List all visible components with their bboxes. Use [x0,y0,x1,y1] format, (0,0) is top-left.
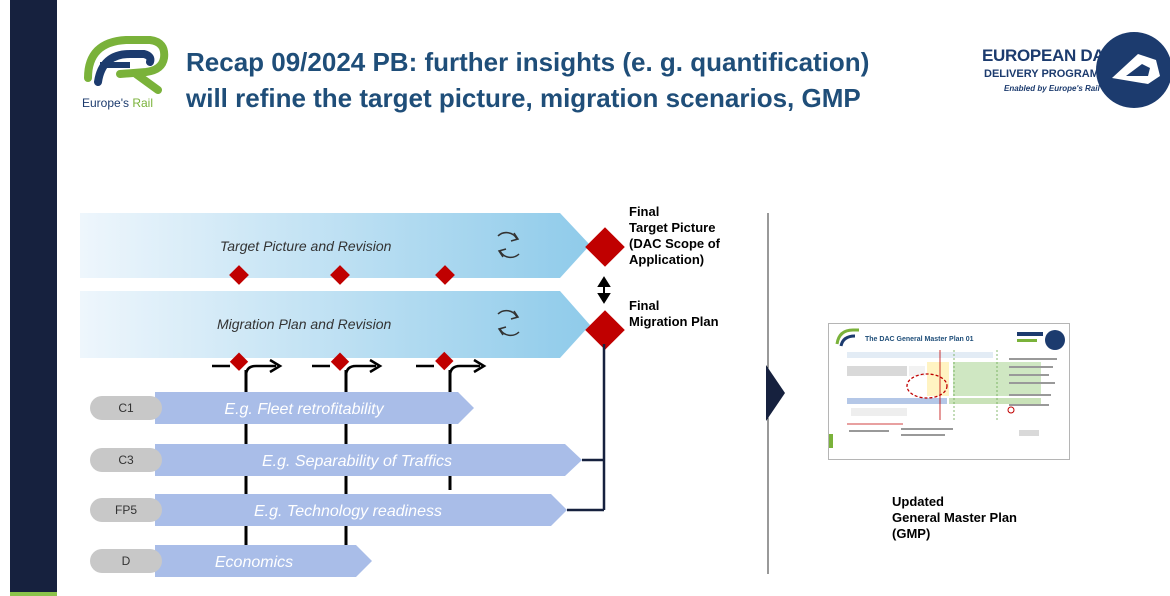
european-dac-logo-line-2: DELIVERY PROGRAMME [984,68,1116,80]
european-dac-logo: EUROPEAN DAC DELIVERY PROGRAMME Enabled … [952,30,1170,110]
tag-d [90,549,162,573]
bar-fp5: FP5 E.g. Technology readiness [90,494,567,526]
europes-rail-logo: Europe's Rail [80,34,180,110]
european-dac-logo-line-1: EUROPEAN DAC [982,46,1117,65]
gmp-thumbnail-title: The DAC General Master Plan 01 [865,336,974,343]
tag-c1-label: C1 [118,401,134,415]
gmp-thumbnail: The DAC General Master Plan 01 [828,323,1070,460]
bar-d-shape [155,545,372,577]
final-diamonds [585,227,625,350]
revision-diamonds-migration [229,351,454,371]
sidebar-accent [10,592,57,596]
bar-c1-shape [155,392,474,424]
tag-d-label: D [122,554,131,568]
tag-fp5 [90,498,162,522]
final-target-picture-label: Final Target Picture (DAC Scope of Appli… [629,204,720,267]
bar-c3-label: E.g. Separability of Traffics [262,453,452,470]
bar-c1-label: E.g. Fleet retrofitability [224,401,384,418]
europes-rail-logo-mark [84,36,169,94]
migration-input-arrows [212,358,487,390]
gmp-feedback-lines [567,344,606,512]
revision-diamonds-target [229,265,455,285]
bar-d: D Economics [90,545,372,577]
bar-fp5-label: E.g. Technology readiness [254,503,442,520]
lane-target-picture-label: Target Picture and Revision [220,238,392,254]
bar-c3: C3 E.g. Separability of Traffics [90,444,582,476]
final-migration-plan-label: Final Migration Plan [629,298,719,329]
tag-fp5-label: FP5 [115,503,137,517]
european-dac-logo-line-3: Enabled by Europe's Rail [1004,84,1100,93]
left-sidebar-band [10,0,57,596]
bar-fp5-shape [155,494,567,526]
gmp-thumbnail-graphic [829,328,1065,448]
bar-c3-shape [155,444,582,476]
lane-migration-plan-label: Migration Plan and Revision [217,316,392,332]
output-arrow [766,365,785,421]
page-title-line-2: will refine the target picture, migratio… [186,83,861,113]
tag-c3-label: C3 [118,453,134,467]
tag-c1 [90,396,162,420]
bar-d-label: Economics [215,554,293,571]
double-arrow-icon [597,276,611,304]
page-title: Recap 09/2024 PB: further insights (e. g… [186,44,966,116]
revision-cycle-icon [497,309,520,337]
tag-c3 [90,448,162,472]
lane-target-picture [80,213,590,278]
lane-migration-plan [80,291,590,358]
page-title-line-1: Recap 09/2024 PB: further insights (e. g… [186,47,870,77]
dac-coupler-icon [1096,32,1170,108]
revision-cycle-icon [497,231,520,259]
bar-c1: C1 E.g. Fleet retrofitability [90,392,474,424]
europes-rail-wordmark: Europe's Rail [82,96,153,110]
updated-gmp-label: Updated General Master Plan (GMP) [892,494,1017,541]
